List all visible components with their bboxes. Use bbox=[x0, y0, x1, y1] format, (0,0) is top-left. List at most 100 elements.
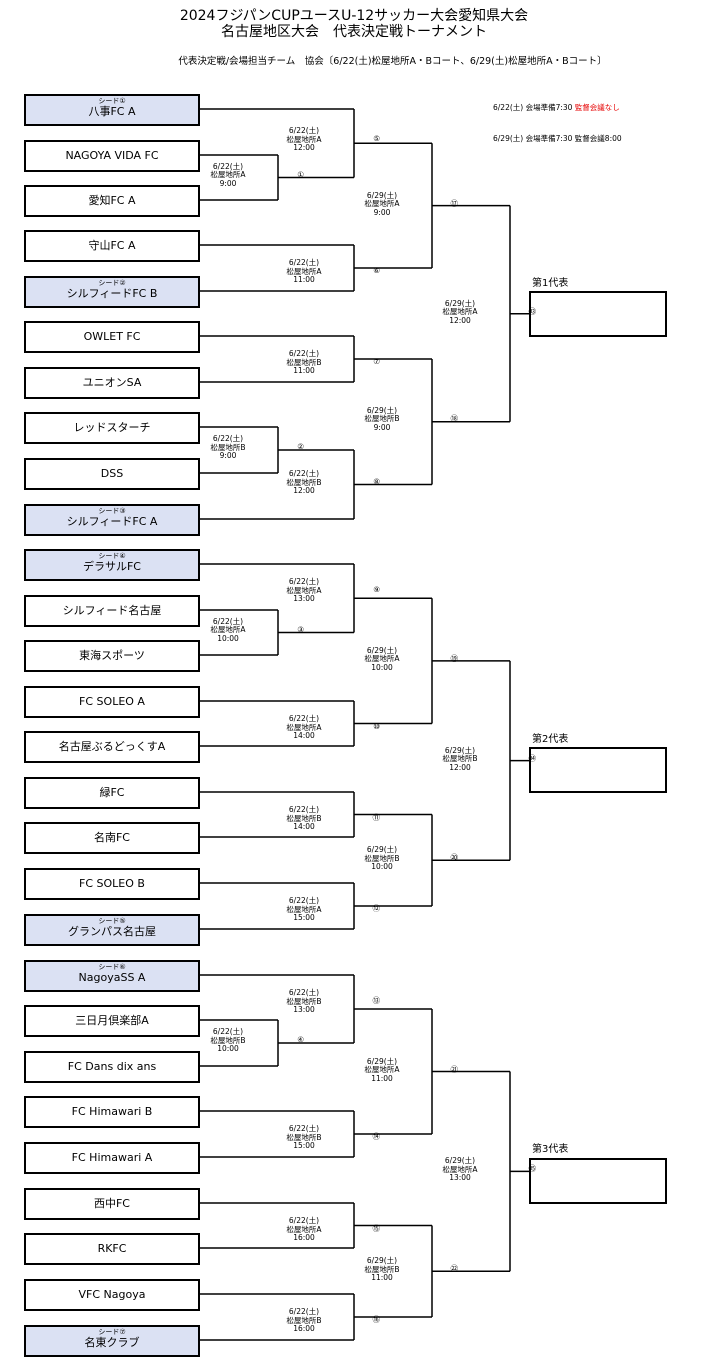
match-time: 12:00 bbox=[449, 315, 471, 325]
team-box: FC SOLEO A bbox=[24, 686, 200, 718]
match-venue: 松屋地所A bbox=[286, 585, 322, 595]
match-date: 6/29(土) bbox=[444, 1156, 476, 1166]
match-number: ⑨ bbox=[373, 585, 380, 594]
match-time: 15:00 bbox=[293, 1141, 315, 1150]
match-date: 6/29(土) bbox=[366, 1256, 398, 1266]
match-number: ㉔ bbox=[528, 753, 537, 763]
seed-label: シード④ bbox=[98, 552, 126, 560]
match-number: ㉓ bbox=[528, 306, 537, 316]
match-number: ⑬ bbox=[372, 996, 381, 1005]
page-title-line2: 名古屋地区大会 代表決定戦トーナメント bbox=[221, 24, 487, 40]
rep3-box bbox=[529, 1158, 667, 1204]
match-date: 6/29(土) bbox=[366, 190, 398, 200]
match-number: ① bbox=[297, 169, 304, 179]
match-date: 6/22(土) bbox=[212, 616, 244, 626]
note-0622-text: 6/22(土) 会場準備7:30 bbox=[493, 103, 575, 112]
match-number: ⑫ bbox=[372, 904, 381, 913]
team-name: NagoyaSS A bbox=[78, 971, 146, 984]
team-box: シルフィード名古屋 bbox=[24, 595, 200, 627]
team-name: シルフィードFC A bbox=[66, 515, 158, 528]
team-box: 名南FC bbox=[24, 822, 200, 854]
team-name: 東海スポーツ bbox=[79, 649, 145, 662]
team-name: グランパス名古屋 bbox=[68, 925, 156, 938]
match-number: ⑳ bbox=[450, 853, 459, 863]
match-time: 11:00 bbox=[371, 1273, 393, 1283]
match-date: 6/22(土) bbox=[288, 1124, 320, 1133]
note-0629-text: 6/29(土) 会場準備7:30 監督会議8:00 bbox=[493, 134, 622, 143]
team-box: OWLET FC bbox=[24, 321, 200, 353]
venue-subtitle: 代表決定戦/会場担当チーム 協会〔6/22(土)松屋地所A・Bコート、6/29(… bbox=[178, 56, 607, 67]
match-time: 13:00 bbox=[293, 594, 315, 603]
team-name: 守山FC A bbox=[88, 239, 136, 252]
team-name: デラサルFC bbox=[82, 560, 141, 573]
match-venue: 松屋地所B bbox=[286, 1132, 322, 1142]
note-0629: 6/29(土) 会場準備7:30 監督会議8:00 bbox=[493, 134, 622, 144]
rep3-label: 第3代表 bbox=[532, 1144, 569, 1155]
seed-label: シード⑥ bbox=[98, 963, 126, 971]
seed-label: シード③ bbox=[98, 507, 126, 515]
match-number: ⑭ bbox=[372, 1132, 381, 1141]
rep1-label: 第1代表 bbox=[532, 278, 569, 289]
team-name: NAGOYA VIDA FC bbox=[65, 149, 159, 162]
team-name: 西中FC bbox=[93, 1197, 130, 1210]
match-number: ⑯ bbox=[372, 1315, 381, 1324]
seed-label: シード⑦ bbox=[98, 1328, 126, 1336]
match-venue: 松屋地所B bbox=[286, 357, 322, 367]
match-number: ⑲ bbox=[450, 653, 459, 663]
team-box: FC SOLEO B bbox=[24, 868, 200, 900]
note-0622: 6/22(土) 会場準備7:30 監督会議なし bbox=[493, 103, 620, 113]
match-date: 6/22(土) bbox=[288, 469, 320, 478]
match-time: 9:00 bbox=[219, 178, 237, 188]
match-date: 6/22(土) bbox=[212, 1027, 244, 1036]
match-number: ⑪ bbox=[372, 813, 381, 822]
seed-label: シード⑤ bbox=[98, 917, 126, 925]
team-box: 東海スポーツ bbox=[24, 640, 200, 672]
team-name: 八事FC A bbox=[88, 105, 136, 118]
team-name: 三日月倶楽部A bbox=[75, 1014, 149, 1027]
match-number: ⑤ bbox=[373, 134, 380, 143]
team-name: 名東クラブ bbox=[84, 1336, 140, 1349]
team-name: FC Himawari A bbox=[71, 1151, 153, 1164]
team-name: 愛知FC A bbox=[88, 194, 136, 207]
match-venue: 松屋地所A bbox=[442, 307, 478, 317]
seed-label: シード① bbox=[98, 97, 126, 105]
match-number: ⑰ bbox=[450, 198, 459, 208]
team-box: 西中FC bbox=[24, 1188, 200, 1220]
match-time: 13:00 bbox=[293, 1005, 315, 1014]
team-name: ユニオンSA bbox=[82, 376, 142, 389]
team-box: FC Dans dix ans bbox=[24, 1051, 200, 1083]
match-venue: 松屋地所A bbox=[286, 1224, 322, 1234]
match-number: ② bbox=[297, 442, 304, 451]
match-number: ㉑ bbox=[450, 1064, 459, 1074]
match-number: ⑩ bbox=[373, 722, 380, 731]
match-venue: 松屋地所A bbox=[364, 199, 400, 209]
match-time: 10:00 bbox=[217, 633, 239, 643]
match-venue: 松屋地所A bbox=[286, 904, 322, 914]
note-0622-red: 監督会議なし bbox=[574, 103, 620, 112]
team-name: レッドスターチ bbox=[73, 421, 151, 434]
team-name: FC Dans dix ans bbox=[67, 1060, 157, 1073]
match-date: 6/29(土) bbox=[366, 1056, 398, 1066]
match-time: 16:00 bbox=[293, 1324, 315, 1333]
rep1-box bbox=[529, 291, 667, 337]
match-time: 12:00 bbox=[449, 762, 471, 772]
match-number: ⑱ bbox=[450, 413, 459, 423]
match-date: 6/29(土) bbox=[444, 298, 476, 308]
match-date: 6/29(土) bbox=[366, 845, 398, 855]
match-date: 6/22(土) bbox=[288, 1216, 320, 1225]
match-venue: 松屋地所B bbox=[286, 813, 322, 823]
match-number: ⑮ bbox=[372, 1224, 381, 1233]
rep2-box bbox=[529, 747, 667, 793]
